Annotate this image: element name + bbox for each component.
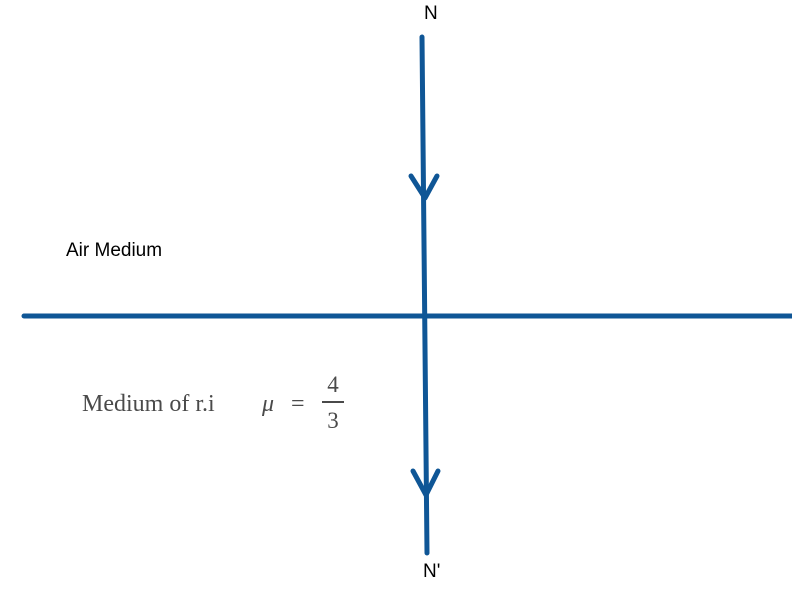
normal-line: [419, 34, 430, 556]
ri-numerator: 4: [327, 372, 339, 397]
ri-denominator: 3: [327, 407, 339, 433]
mu-symbol: μ: [262, 391, 275, 417]
refractive-index-fraction: 4 3: [322, 373, 344, 432]
refracted-arrowhead: [410, 468, 441, 498]
equals-sign: =: [291, 391, 305, 417]
normal-top-label: N: [424, 3, 438, 24]
upper-medium-label: Air Medium: [66, 240, 163, 261]
fraction-bar: [322, 401, 344, 403]
lower-medium-label: Medium of r.i: [82, 391, 215, 417]
incident-arrowhead: [408, 173, 440, 201]
normal-bottom-label: N': [423, 561, 441, 582]
